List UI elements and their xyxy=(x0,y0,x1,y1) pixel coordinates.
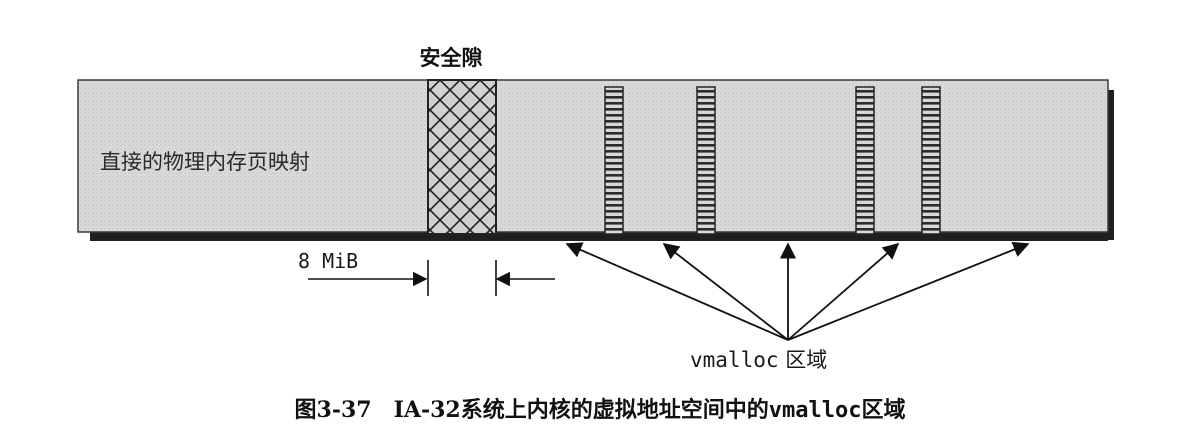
safety-gap-block xyxy=(427,79,497,235)
gap-size-dimension xyxy=(308,260,555,296)
vmalloc-block-4 xyxy=(921,86,941,235)
caption-keyword: vmalloc xyxy=(768,398,862,423)
vmalloc-blocks xyxy=(604,86,941,235)
vmalloc-block-1 xyxy=(604,86,624,235)
vmalloc-label-text: 区域 xyxy=(778,348,828,372)
vmalloc-arrows xyxy=(565,241,1030,341)
vmalloc-arrow-4 xyxy=(787,242,900,341)
direct-mapping-label: 直接的物理内存页映射 xyxy=(100,150,310,174)
vmalloc-block-3 xyxy=(855,86,875,235)
gap-size-label: 8 MiB xyxy=(298,249,359,273)
vmalloc-arrow-5 xyxy=(787,241,1030,341)
caption-main: IA-32系统上内核的虚拟地址空间中的 xyxy=(393,397,769,423)
caption-suffix: 区域 xyxy=(861,397,906,423)
vmalloc-block-2 xyxy=(696,86,716,235)
vmalloc-area-label: vmalloc 区域 xyxy=(690,344,827,374)
vmalloc-arrow-1 xyxy=(565,242,789,341)
vmalloc-label-keyword: vmalloc xyxy=(690,348,779,372)
vmalloc-arrow-2 xyxy=(662,243,789,341)
safety-gap-label: 安全隙 xyxy=(419,46,483,70)
figure-caption: 图3-37 IA-32系统上内核的虚拟地址空间中的vmalloc区域 xyxy=(0,392,1200,424)
caption-prefix: 图3-37 xyxy=(294,397,372,423)
